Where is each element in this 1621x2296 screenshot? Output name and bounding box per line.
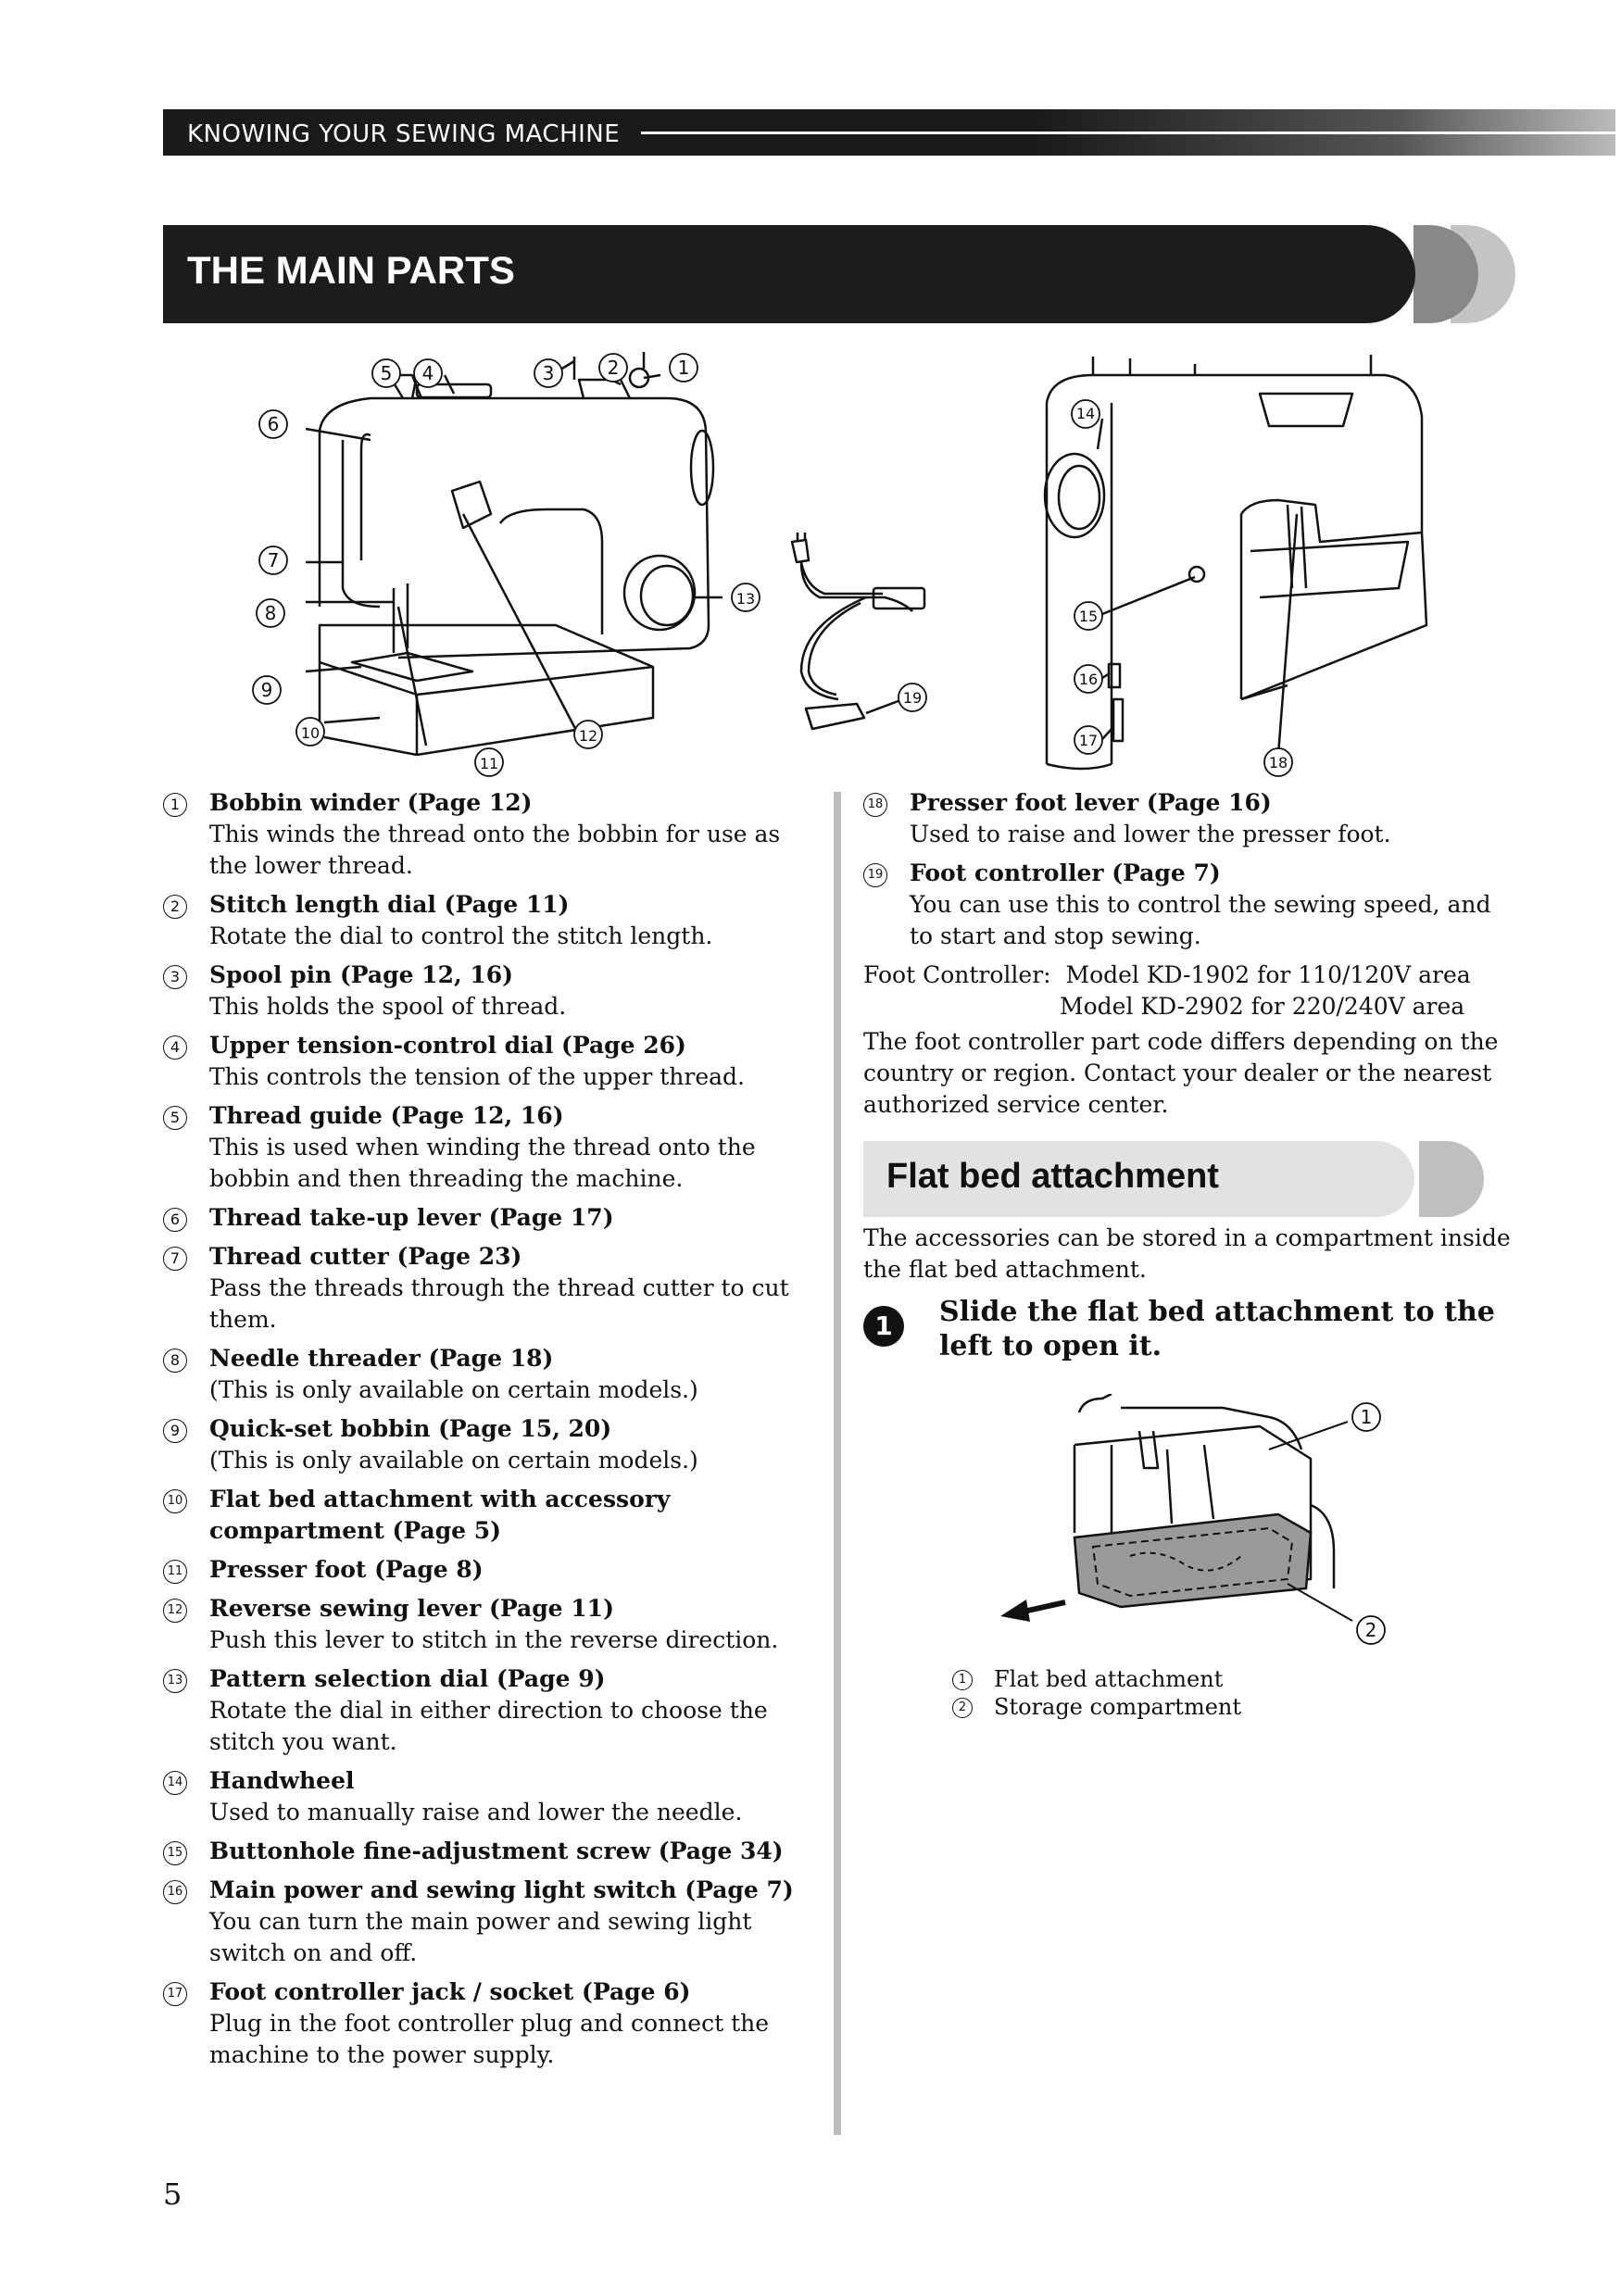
callout-3: 3 (534, 358, 563, 388)
svg-text:8: 8 (265, 602, 277, 624)
svg-text:14: 14 (1076, 405, 1095, 422)
callout-2: 2 (598, 353, 628, 383)
callout-11: 11 (474, 747, 504, 777)
svg-text:1: 1 (678, 357, 690, 379)
svg-text:10: 10 (301, 724, 320, 742)
section-header-rule (641, 132, 1615, 134)
svg-text:3: 3 (543, 362, 555, 384)
callout-19: 19 (898, 683, 927, 712)
callout-17: 17 (1074, 725, 1103, 755)
foot-controller-model-2: Model KD-2902 for 220/240V area (1060, 993, 1465, 1020)
callout-18: 18 (1263, 747, 1293, 777)
foot-controller-label: Foot Controller: (863, 961, 1051, 988)
svg-text:1: 1 (1361, 1406, 1373, 1428)
flat-bed-title: Flat bed attachment (886, 1157, 1219, 1196)
svg-text:13: 13 (736, 590, 755, 608)
foot-controller-model-1: Model KD-1902 for 110/120V area (1065, 961, 1471, 988)
flat-bed-illustration: 1 2 (1000, 1394, 1386, 1645)
callout-5: 5 (371, 358, 401, 388)
foot-controller-illustration: 19 (790, 533, 927, 731)
callout-9: 9 (252, 675, 282, 705)
page-number: 5 (163, 2177, 182, 2212)
callout-7: 7 (258, 546, 288, 575)
step-instruction: Slide the flat bed attachment to the lef… (939, 1296, 1495, 1362)
section-header: KNOWING YOUR SEWING MACHINE (163, 109, 1615, 156)
callout-8: 8 (256, 598, 285, 628)
section-header-text: KNOWING YOUR SEWING MACHINE (187, 120, 621, 148)
page-title-banner: THE MAIN PARTS (163, 225, 1515, 323)
callout-14: 14 (1071, 399, 1100, 429)
callout-flat-1: 1 (1351, 1402, 1381, 1432)
svg-text:11: 11 (480, 755, 498, 772)
callout-12: 12 (573, 720, 603, 749)
step-number-badge: 1 (863, 1306, 904, 1347)
svg-text:9: 9 (261, 679, 273, 701)
page-title: THE MAIN PARTS (187, 248, 515, 292)
foot-controller-models: Foot Controller: Model KD-1902 for 110/1… (863, 960, 1516, 1023)
callout-15: 15 (1074, 601, 1103, 631)
svg-text:6: 6 (268, 413, 280, 435)
callout-4: 4 (413, 358, 443, 388)
flat-bed-heading: Flat bed attachment (863, 1141, 1512, 1217)
svg-text:16: 16 (1079, 671, 1098, 688)
machine-rear-illustration: 14 15 16 17 18 (1043, 355, 1428, 777)
svg-text:2: 2 (1365, 1619, 1377, 1641)
svg-text:18: 18 (1269, 754, 1288, 772)
svg-text:4: 4 (422, 362, 434, 384)
callout-1: 1 (669, 353, 698, 383)
callout-flat-2: 2 (1356, 1615, 1386, 1645)
callout-13: 13 (731, 583, 760, 612)
svg-text:12: 12 (579, 727, 597, 745)
column-divider (834, 792, 841, 2135)
svg-text:19: 19 (903, 689, 922, 707)
callout-16: 16 (1074, 664, 1103, 694)
svg-text:17: 17 (1079, 732, 1098, 749)
callout-10: 10 (295, 717, 325, 747)
flat-bed-intro: The accessories can be stored in a compa… (863, 1224, 1511, 1283)
svg-text:5: 5 (381, 362, 393, 384)
svg-text:2: 2 (608, 357, 620, 379)
svg-text:15: 15 (1079, 608, 1098, 625)
foot-controller-note: The foot controller part code differs de… (863, 1028, 1499, 1118)
svg-text:7: 7 (268, 549, 280, 571)
callout-6: 6 (258, 409, 288, 439)
machine-front-illustration: 5 4 3 2 1 6 7 8 9 10 11 12 13 (252, 352, 760, 777)
